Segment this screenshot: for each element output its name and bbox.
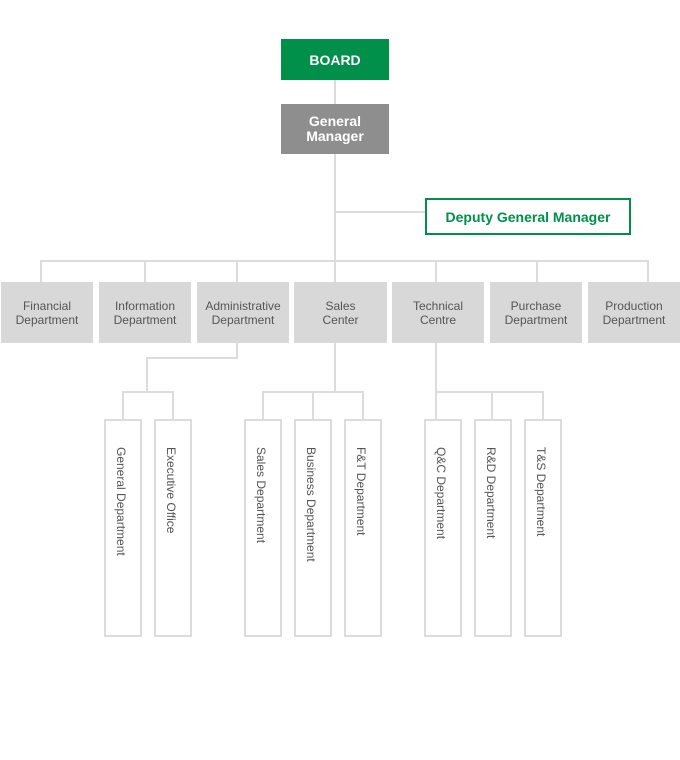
- connector-technical-drop-2: [491, 391, 493, 419]
- department-sales-center: Sales Center: [294, 282, 387, 343]
- connector-admin-drop-1: [122, 391, 124, 419]
- subunit-sales-department: Sales Department: [244, 419, 282, 637]
- connector-admin-down: [236, 343, 238, 359]
- department-label: Financial Department: [15, 298, 79, 327]
- general-manager-label: General Manager: [306, 113, 364, 144]
- department-purchase: Purchase Department: [490, 282, 582, 343]
- connector-drop-production: [647, 260, 649, 282]
- connector-gm-trunk: [334, 154, 336, 282]
- department-administrative: Administrative Department: [197, 282, 289, 343]
- connector-technical-drop-3: [542, 391, 544, 419]
- connector-drop-financial: [40, 260, 42, 282]
- subunit-label: R&D Department: [484, 447, 498, 539]
- department-technical-centre: Technical Centre: [392, 282, 484, 343]
- subunit-label: Q&C Department: [434, 447, 448, 540]
- subunit-label: General Department: [114, 447, 128, 556]
- subunit-label: Sales Department: [254, 447, 268, 544]
- connector-drop-administrative: [236, 260, 238, 282]
- connector-admin-elbow: [146, 357, 238, 359]
- deputy-general-manager-box: Deputy General Manager: [425, 198, 631, 235]
- connector-board-gm: [334, 80, 336, 104]
- subunit-general-department: General Department: [104, 419, 142, 637]
- connector-technical-drop-1: [435, 391, 437, 419]
- department-production: Production Department: [588, 282, 680, 343]
- connector-technical-bus: [435, 391, 544, 393]
- subunit-executive-office: Executive Office: [154, 419, 192, 637]
- department-label: Technical Centre: [412, 298, 464, 327]
- department-label: Administrative Department: [205, 298, 281, 327]
- connector-drop-purchase: [536, 260, 538, 282]
- department-label: Sales Center: [322, 298, 359, 327]
- general-manager-box: General Manager: [281, 104, 389, 154]
- department-label: Information Department: [113, 298, 177, 327]
- subunit-label: T&S Department: [534, 447, 548, 537]
- board-box: BOARD: [281, 39, 389, 80]
- subunit-label: Executive Office: [164, 447, 178, 534]
- connector-sales-drop-2: [312, 391, 314, 419]
- subunit-business-department: Business Department: [294, 419, 332, 637]
- subunit-label: Business Department: [304, 447, 318, 562]
- subunit-qc-department: Q&C Department: [424, 419, 462, 637]
- connector-drop-information: [144, 260, 146, 282]
- connector-drop-technical: [435, 260, 437, 282]
- subunit-ft-department: F&T Department: [344, 419, 382, 637]
- subunit-label: F&T Department: [354, 447, 368, 536]
- connector-sales-stem: [334, 343, 336, 393]
- department-label: Production Department: [602, 298, 666, 327]
- connector-technical-stem: [435, 343, 437, 393]
- connector-sales-drop-1: [262, 391, 264, 419]
- connector-admin-bus: [122, 391, 174, 393]
- connector-sales-drop-3: [362, 391, 364, 419]
- deputy-general-manager-label: Deputy General Manager: [445, 208, 611, 225]
- connector-department-bus: [40, 260, 649, 262]
- connector-deputy: [334, 211, 425, 213]
- department-label: Purchase Department: [504, 298, 568, 327]
- subunit-rd-department: R&D Department: [474, 419, 512, 637]
- board-label: BOARD: [309, 51, 361, 68]
- department-financial: Financial Department: [1, 282, 93, 343]
- department-information: Information Department: [99, 282, 191, 343]
- connector-admin-stem: [146, 357, 148, 393]
- subunit-ts-department: T&S Department: [524, 419, 562, 637]
- connector-admin-drop-2: [172, 391, 174, 419]
